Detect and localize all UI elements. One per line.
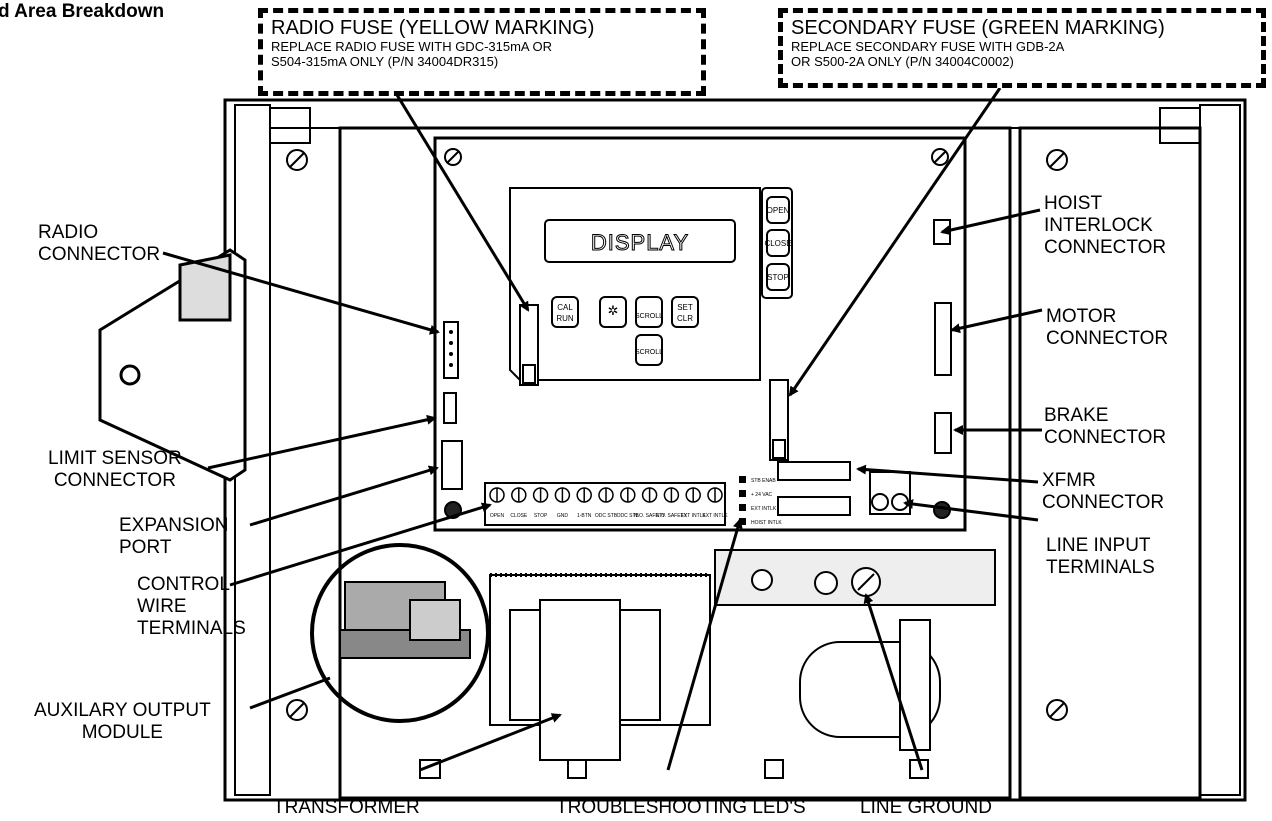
led-label: + 24 VAC xyxy=(751,492,773,498)
label-expansion-port: EXPANSION PORT xyxy=(119,515,228,559)
label-transformer: TRANSFORMER xyxy=(273,797,420,819)
led-indicator xyxy=(739,476,746,483)
secondary-fuse-line1: REPLACE SECONDARY FUSE WITH GDB-2A xyxy=(791,39,1253,54)
label-radio-connector: RADIO CONNECTOR xyxy=(38,222,160,266)
led-label: HOIST INTLK xyxy=(751,520,782,526)
label-auxiliary-output-module: AUXILARY OUTPUT MODULE xyxy=(34,700,211,744)
side-bracket xyxy=(100,250,245,480)
label-troubleshooting-leds: TROUBLESHOOTING LED'S xyxy=(556,797,806,819)
terminal-label: CLOSE xyxy=(510,513,528,519)
radio-fuse-line1: REPLACE RADIO FUSE WITH GDC-315mA OR xyxy=(271,39,693,54)
set-key: SET xyxy=(677,303,693,312)
auxiliary-output-module xyxy=(312,545,488,721)
led-indicator xyxy=(739,490,746,497)
run-key: RUN xyxy=(556,314,574,323)
terminal-label: STOP xyxy=(534,513,548,519)
label-limit-sensor-connector: LIMIT SENSOR CONNECTOR xyxy=(48,448,182,492)
label-brake-connector: BRAKE CONNECTOR xyxy=(1044,405,1166,449)
lower-components xyxy=(420,550,995,778)
open-key: OPEN xyxy=(767,206,790,215)
secondary-fuse-line2: OR S500-2A ONLY (P/N 34004C0002) xyxy=(791,54,1253,69)
label-line-ground: LINE GROUND xyxy=(860,797,992,819)
led-label: STB ENAB xyxy=(751,478,776,484)
terminal-label: EXT INTLK xyxy=(702,513,728,519)
label-control-wire-terminals: CONTROL WIRE TERMINALS xyxy=(137,574,246,640)
label-motor-connector: MOTOR CONNECTOR xyxy=(1046,306,1168,350)
close-key: CLOSE xyxy=(764,239,791,248)
light-bulb-icon: ✲ xyxy=(608,303,619,318)
terminal-label: 1-BTN xyxy=(577,513,592,519)
terminal-label: GND xyxy=(557,513,569,519)
radio-fuse-title: RADIO FUSE (YELLOW MARKING) xyxy=(271,17,693,39)
terminal-label: ODC STB xyxy=(595,513,618,519)
label-line-input-terminals: LINE INPUT TERMINALS xyxy=(1046,535,1155,579)
cal-key: CAL xyxy=(557,303,573,312)
label-xfmr-connector: XFMR CONNECTOR xyxy=(1042,470,1164,514)
stop-key: STOP xyxy=(767,273,789,282)
led-label: EXT INTLK xyxy=(751,506,777,512)
led-indicator xyxy=(739,504,746,511)
secondary-fuse-note: SECONDARY FUSE (GREEN MARKING) REPLACE S… xyxy=(778,8,1266,88)
label-hoist-interlock-connector: HOIST INTERLOCK CONNECTOR xyxy=(1044,193,1166,259)
secondary-fuse-title: SECONDARY FUSE (GREEN MARKING) xyxy=(791,17,1253,39)
scroll-down-key: SCROLL xyxy=(635,349,663,356)
radio-fuse-note: RADIO FUSE (YELLOW MARKING) REPLACE RADI… xyxy=(258,8,706,96)
radio-fuse-line2: S504-315mA ONLY (P/N 34004DR315) xyxy=(271,54,693,69)
terminal-label: OPEN xyxy=(490,513,505,519)
clr-key: CLR xyxy=(677,314,693,323)
scroll-up-key: SCROLL xyxy=(635,313,663,320)
display-window: DISPLAY xyxy=(591,230,689,255)
page-title: d Area Breakdown xyxy=(0,1,164,23)
